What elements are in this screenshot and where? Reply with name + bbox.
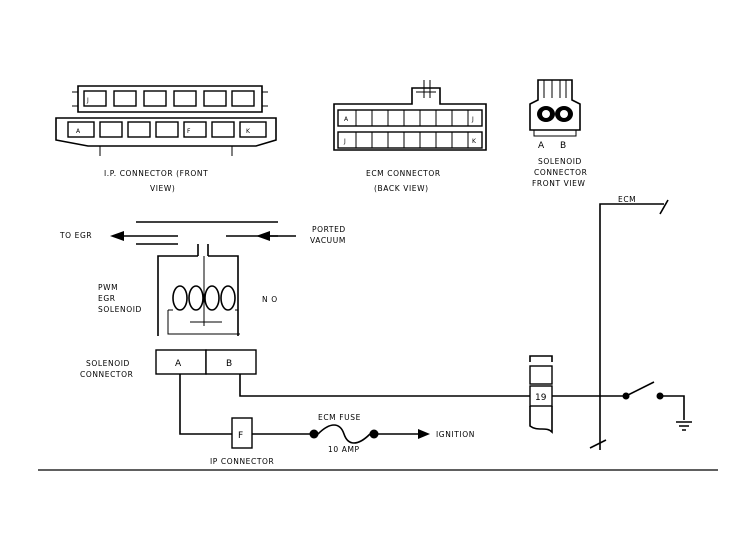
solenoid-connector-label-2: CONNECTOR (80, 370, 133, 379)
circuit-wires (179, 374, 624, 439)
solenoid-label: SOLENOID (98, 305, 142, 314)
ecm-fuse-label: ECM FUSE (318, 413, 361, 422)
ecm-module (589, 199, 692, 450)
ecm-pin-j-top: J (471, 116, 474, 123)
ip-connector-title: I.P. CONNECTOR (FRONT (104, 169, 208, 178)
solenoid-connector-label-1: SOLENOID (86, 359, 130, 368)
ecm-pin-j: J (343, 138, 346, 145)
ip-pin-k: K (246, 128, 251, 135)
vacuum-lines (110, 221, 296, 256)
ecm-pin-19: 19 (535, 393, 547, 403)
ecm-pin-a: A (344, 116, 349, 123)
ecm-fuse (309, 424, 379, 444)
ecm-label: ECM (618, 195, 636, 204)
solenoid-connector-drawing (529, 79, 581, 137)
ecm-terminal (529, 355, 553, 434)
vacuum-label: VACUUM (310, 236, 346, 245)
ip-connector-drawing: J A F K (55, 85, 277, 156)
ecm-connector-title-2: (BACK VIEW) (374, 184, 429, 193)
ported-label: PORTED (312, 225, 346, 234)
ip-connector-label: IP CONNECTOR (210, 457, 274, 466)
pwm-label: PWM (98, 283, 118, 292)
normally-open-label: N O (262, 295, 278, 304)
connector-pin-a: A (175, 359, 182, 369)
ip-pin-j: J (86, 97, 89, 104)
connector-pin-b: B (226, 359, 232, 369)
solenoid-pin-b: B (560, 141, 566, 151)
ip-connector-pin-f: F (238, 431, 243, 441)
ecm-connector-title: ECM CONNECTOR (366, 169, 441, 178)
solenoid-connector-title-2: CONNECTOR (534, 168, 587, 177)
fuse-amp-label: 10 AMP (328, 445, 360, 454)
ecm-connector-drawing: A J J K (333, 80, 487, 151)
solenoid-connector-title: SOLENOID (538, 157, 582, 166)
solenoid-pin-a: A (538, 141, 545, 151)
solenoid-connector-title-3: FRONT VIEW (532, 179, 586, 188)
ip-pin-a: A (76, 128, 81, 135)
ecm-pin-k: K (472, 138, 477, 145)
egr-label: EGR (98, 294, 116, 303)
ignition-label: IGNITION (436, 430, 475, 439)
ip-connector-pin-box (231, 417, 253, 449)
to-egr-label: TO EGR (59, 231, 92, 240)
ip-pin-f: F (187, 128, 191, 135)
ip-connector-title-2: VIEW) (150, 184, 175, 193)
solenoid-connector-block (155, 349, 257, 375)
pwm-egr-solenoid (157, 255, 240, 336)
